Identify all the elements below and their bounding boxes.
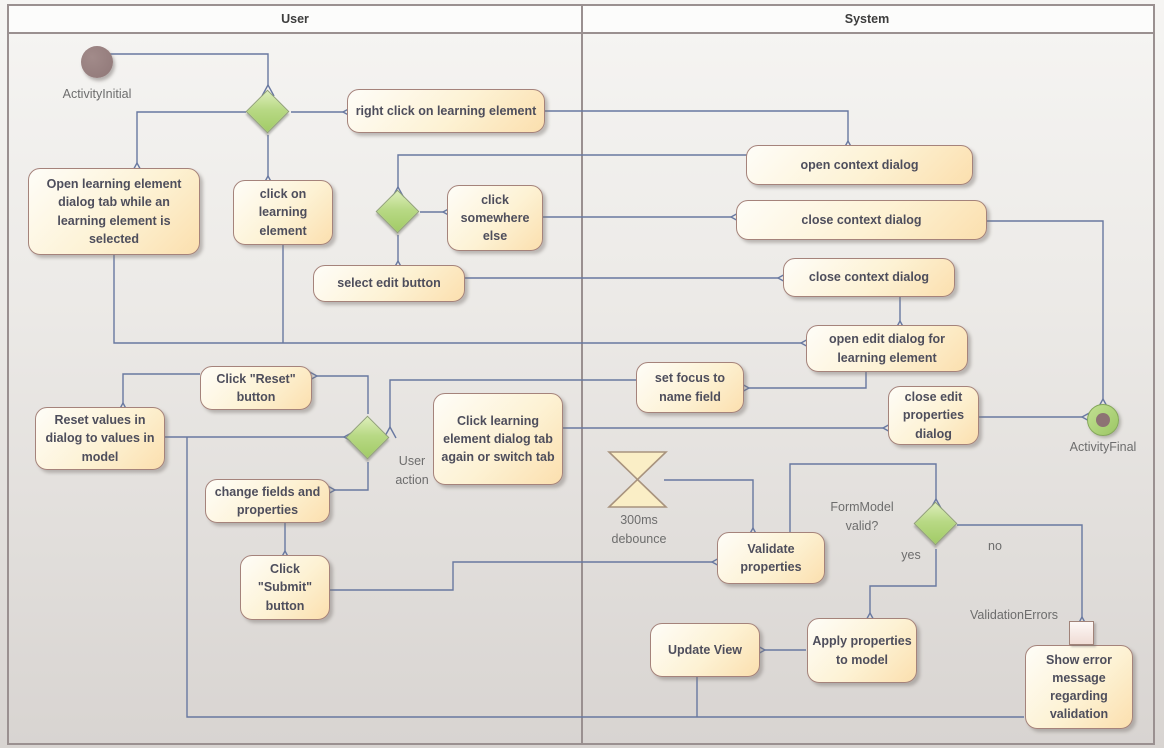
activity-initial-label: ActivityInitial: [62, 87, 132, 101]
no-branch-label: no: [988, 539, 1002, 553]
action-click-on-learning-element[interactable]: click on learning element: [233, 180, 333, 245]
action-open-edit-dialog[interactable]: open edit dialog for learning element: [806, 325, 968, 372]
action-validate-properties[interactable]: Validate properties: [717, 532, 825, 584]
action-click-somewhere-else[interactable]: click somewhere else: [447, 185, 543, 251]
action-right-click-learning-element[interactable]: right click on learning element: [347, 89, 545, 133]
validation-errors-label: ValidationErrors: [969, 608, 1058, 622]
swimlane-divider: [581, 4, 583, 745]
action-update-view[interactable]: Update View: [650, 623, 760, 677]
action-change-fields[interactable]: change fields and properties: [205, 479, 330, 523]
activity-final-node[interactable]: [1087, 404, 1119, 436]
activity-initial-node[interactable]: [81, 46, 113, 78]
formmodel-valid-label: FormModel valid?: [830, 500, 894, 534]
yes-branch-label: yes: [901, 548, 921, 562]
action-show-error-message[interactable]: Show error message regarding validation: [1025, 645, 1133, 729]
action-open-context-dialog[interactable]: open context dialog: [746, 145, 973, 185]
debounce-label: 300ms debounce: [611, 513, 667, 547]
action-close-edit-properties-dialog[interactable]: close edit properties dialog: [888, 386, 979, 445]
action-close-context-dialog-1[interactable]: close context dialog: [736, 200, 987, 240]
action-close-context-dialog-2[interactable]: close context dialog: [783, 258, 955, 297]
action-apply-properties[interactable]: Apply properties to model: [807, 618, 917, 683]
action-click-submit-button[interactable]: Click "Submit" button: [240, 555, 330, 620]
action-click-reset-button[interactable]: Click "Reset" button: [200, 366, 312, 410]
validation-errors-pin[interactable]: [1069, 621, 1094, 645]
action-reset-values[interactable]: Reset values in dialog to values in mode…: [35, 407, 165, 470]
activity-final-dot: [1096, 413, 1110, 427]
action-set-focus-name-field[interactable]: set focus to name field: [636, 362, 744, 413]
lane-title-user: User: [281, 12, 309, 26]
action-open-learning-tab[interactable]: Open learning element dialog tab while a…: [28, 168, 200, 255]
action-click-learning-tab-again[interactable]: Click learning element dialog tab again …: [433, 393, 563, 485]
user-action-label: User action: [395, 454, 429, 488]
action-select-edit-button[interactable]: select edit button: [313, 265, 465, 302]
activity-final-label: ActivityFinal: [1069, 440, 1137, 454]
lane-title-system: System: [844, 12, 890, 26]
